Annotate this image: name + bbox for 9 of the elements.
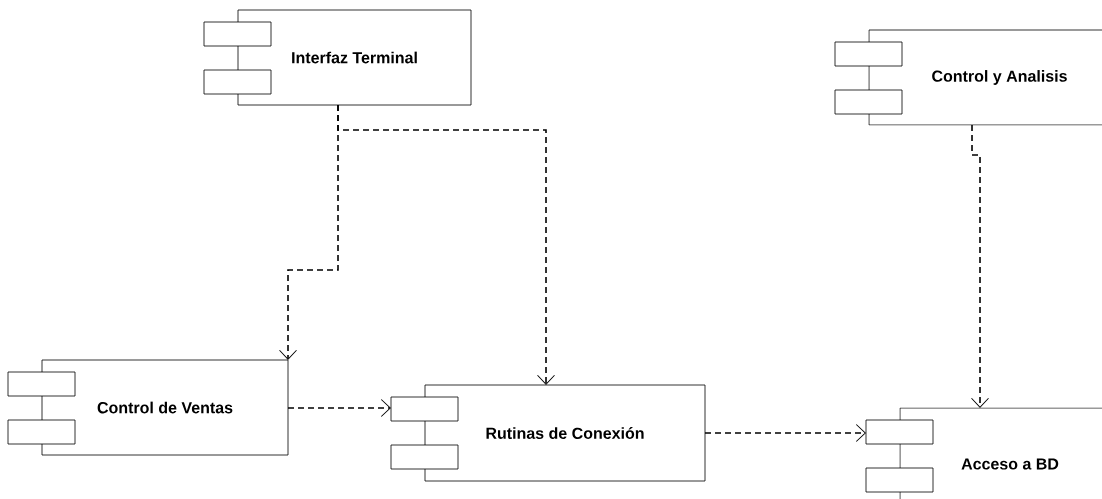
dependency-arrow xyxy=(704,424,866,442)
component-box: Control y Analisis xyxy=(834,29,1102,126)
component-box: Interfaz Terminal xyxy=(203,9,472,106)
component-box: Control de Ventas xyxy=(7,359,289,456)
dependency-arrow xyxy=(337,104,555,385)
dependency-arrow xyxy=(971,124,989,408)
dependency-arrow xyxy=(287,399,391,417)
component-box: Acceso a BD xyxy=(865,407,1102,499)
component-box: Rutinas de Conexión xyxy=(390,384,706,482)
